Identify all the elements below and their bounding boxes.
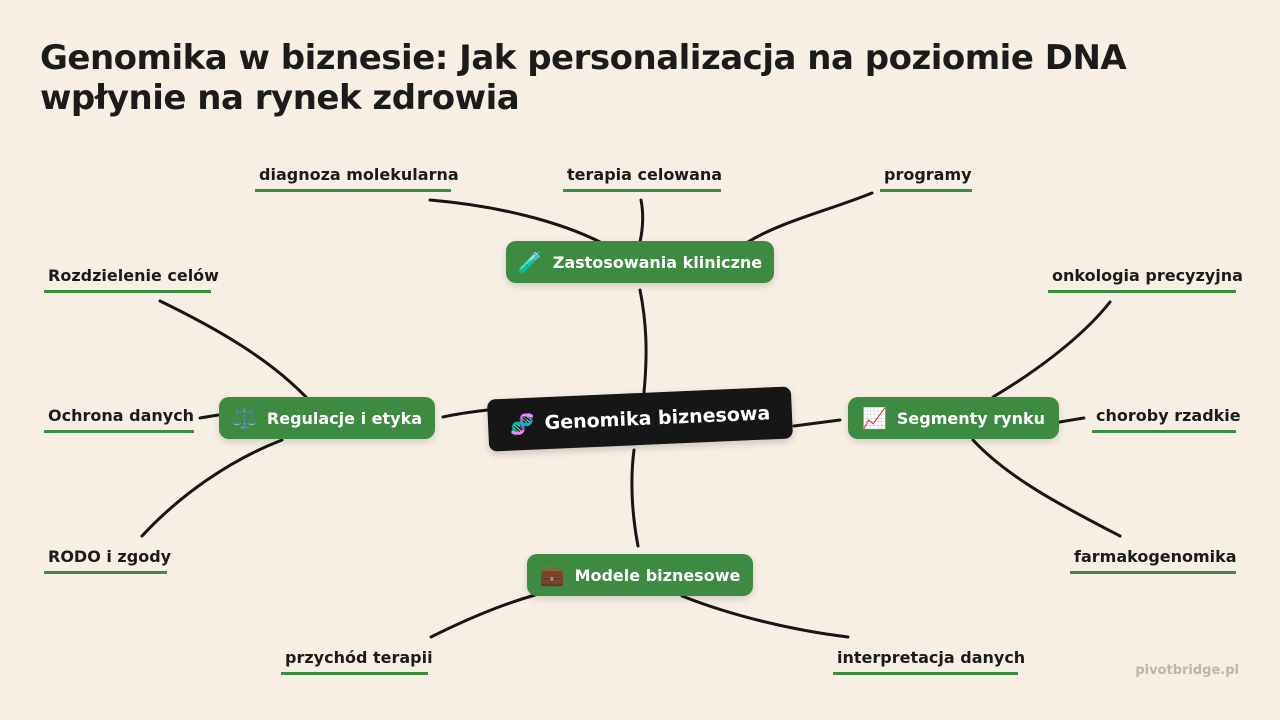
link-clinical-diagnoza bbox=[428, 198, 602, 244]
leaf-interpretacja-danych[interactable]: interpretacja danych bbox=[833, 648, 1025, 675]
leaf-rodo-i-zgody[interactable]: RODO i zgody bbox=[44, 547, 171, 574]
leaf-onkologia-precyzyjna[interactable]: onkologia precyzyjna bbox=[1048, 266, 1243, 293]
test-tube-icon: 🧪 bbox=[517, 250, 543, 274]
scales-icon: ⚖️ bbox=[231, 406, 257, 430]
link-center-business bbox=[630, 448, 640, 548]
chart-increasing-icon: 📈 bbox=[861, 406, 887, 430]
branch-clinical-applications[interactable]: 🧪 Zastosowania kliniczne bbox=[506, 241, 774, 283]
link-clinical-terapia bbox=[638, 198, 645, 244]
leaf-diagnoza-molekularna[interactable]: diagnoza molekularna bbox=[255, 165, 459, 192]
branch-label: Modele biznesowe bbox=[574, 565, 741, 585]
leaf-ochrona-danych[interactable]: Ochrona danych bbox=[44, 406, 194, 433]
leaf-programy[interactable]: programy bbox=[880, 165, 972, 192]
branch-label: Regulacje i etyka bbox=[266, 408, 422, 428]
branch-market-segments[interactable]: 📈 Segmenty rynku bbox=[848, 397, 1059, 439]
leaf-rozdzielenie-celow[interactable]: Rozdzielenie celów bbox=[44, 266, 219, 293]
center-node-label: Genomika biznesowa bbox=[544, 402, 771, 435]
branch-label: Segmenty rynku bbox=[896, 408, 1046, 428]
link-business-interpretacja bbox=[680, 594, 850, 639]
link-center-segments bbox=[792, 418, 842, 428]
link-segments-choroby bbox=[1058, 416, 1086, 424]
link-regulation-rozdzielenie bbox=[158, 299, 308, 399]
leaf-terapia-celowana[interactable]: terapia celowana bbox=[563, 165, 722, 192]
watermark: pivotbridge.pl bbox=[1135, 663, 1239, 678]
leaf-przychod-terapii[interactable]: przychód terapii bbox=[281, 648, 433, 675]
link-segments-onkologia bbox=[991, 300, 1112, 399]
link-regulation-ochrona bbox=[198, 413, 220, 420]
link-regulation-rodo bbox=[140, 438, 284, 538]
link-clinical-programy bbox=[746, 191, 874, 244]
link-center-clinical bbox=[638, 288, 648, 394]
link-segments-farmako bbox=[971, 438, 1122, 538]
dna-icon: 🧬 bbox=[509, 411, 536, 437]
leaf-farmakogenomika[interactable]: farmakogenomika bbox=[1070, 547, 1237, 574]
link-business-przychod bbox=[429, 593, 537, 639]
page-title: Genomika w biznesie: Jak personalizacja … bbox=[40, 38, 1127, 118]
branch-regulation-ethics[interactable]: ⚖️ Regulacje i etyka bbox=[219, 397, 435, 439]
link-center-regulation bbox=[441, 408, 490, 419]
leaf-choroby-rzadkie[interactable]: choroby rzadkie bbox=[1092, 406, 1241, 433]
branch-label: Zastosowania kliniczne bbox=[552, 252, 763, 272]
briefcase-icon: 💼 bbox=[539, 563, 565, 587]
branch-business-models[interactable]: 💼 Modele biznesowe bbox=[527, 554, 753, 596]
